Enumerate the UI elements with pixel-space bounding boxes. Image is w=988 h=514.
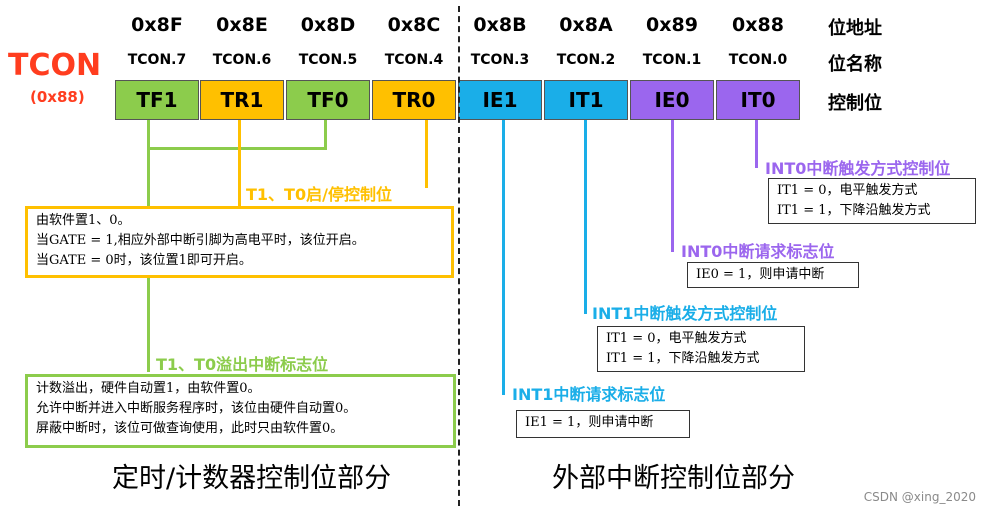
bit-cell-it0: IT0 bbox=[716, 80, 800, 120]
bit-cell-tf0: TF0 bbox=[286, 80, 370, 120]
description-line: IT1 = 0，电平触发方式 bbox=[606, 331, 747, 346]
bit-name: TCON.0 bbox=[728, 52, 788, 68]
it1-title: INT1中断触发方式控制位 bbox=[592, 304, 778, 323]
description-line: 屏蔽中断时，该位可做查询使用，此时只由软件置0。 bbox=[36, 421, 344, 436]
bit-cell-tf1: TF1 bbox=[115, 80, 199, 120]
description-line: IT1 = 0，电平触发方式 bbox=[777, 183, 918, 198]
tr-title: T1、T0启/停控制位 bbox=[246, 185, 392, 204]
ie0-title: INT0中断请求标志位 bbox=[681, 242, 835, 261]
bit-address: 0x8E bbox=[216, 14, 268, 36]
connector-line bbox=[671, 120, 674, 252]
tf-description-box: 计数溢出，硬件自动置1，由软件置0。 允许中断并进入中断服务程序时，该位由硬件自… bbox=[25, 374, 456, 448]
register-address: (0x88) bbox=[30, 88, 85, 106]
description-line: 允许中断并进入中断服务程序时，该位由硬件自动置0。 bbox=[36, 401, 357, 416]
it0-description-box: IT1 = 0，电平触发方式 IT1 = 1，下降沿触发方式 bbox=[768, 178, 976, 224]
bit-cell-tr0: TR0 bbox=[372, 80, 456, 120]
description-line: IT1 = 1，下降沿触发方式 bbox=[777, 203, 931, 218]
it0-title: INT0中断触发方式控制位 bbox=[765, 159, 951, 178]
row-label-bit-name: 位名称 bbox=[828, 54, 882, 75]
bit-cell-it1: IT1 bbox=[544, 80, 628, 120]
bit-address: 0x8A bbox=[559, 14, 613, 36]
tr-description-box: 由软件置1、0。 当GATE = 1,相应外部中断引脚为高电平时，该位开启。 当… bbox=[25, 206, 454, 278]
bit-name: TCON.5 bbox=[298, 52, 358, 68]
bit-name: TCON.1 bbox=[642, 52, 702, 68]
description-line: 当GATE = 1,相应外部中断引脚为高电平时，该位开启。 bbox=[36, 233, 365, 248]
bit-name: TCON.3 bbox=[470, 52, 530, 68]
section-divider bbox=[458, 6, 460, 506]
row-label-control-bit: 控制位 bbox=[828, 93, 882, 114]
bit-address: 0x8C bbox=[387, 14, 441, 36]
description-line: 由软件置1、0。 bbox=[36, 213, 131, 228]
connector-line bbox=[755, 120, 758, 168]
description-line: IT1 = 1，下降沿触发方式 bbox=[606, 351, 760, 366]
connector-line bbox=[238, 120, 241, 188]
bit-address: 0x89 bbox=[646, 14, 698, 36]
tf-title: T1、T0溢出中断标志位 bbox=[156, 355, 329, 374]
bit-cell-ie1: IE1 bbox=[458, 80, 542, 120]
bit-name: TCON.6 bbox=[212, 52, 272, 68]
bit-cell-tr1: TR1 bbox=[200, 80, 284, 120]
bit-cell-ie0: IE0 bbox=[630, 80, 714, 120]
description-line: IE0 = 1，则申请中断 bbox=[696, 267, 825, 282]
description-line: 计数溢出，硬件自动置1，由软件置0。 bbox=[36, 381, 261, 396]
bit-address: 0x8B bbox=[473, 14, 527, 36]
bit-name: TCON.4 bbox=[384, 52, 444, 68]
connector-line bbox=[584, 120, 587, 314]
connector-line bbox=[147, 147, 327, 150]
watermark: CSDN @xing_2020 bbox=[863, 490, 976, 504]
description-line: IE1 = 1，则申请中断 bbox=[525, 415, 654, 430]
connector-line bbox=[324, 120, 327, 150]
it1-description-box: IT1 = 0，电平触发方式 IT1 = 1，下降沿触发方式 bbox=[597, 326, 805, 372]
connector-line bbox=[238, 188, 241, 206]
ie1-title: INT1中断请求标志位 bbox=[512, 385, 666, 404]
row-label-bit-address: 位地址 bbox=[828, 18, 882, 39]
bit-address: 0x8D bbox=[300, 14, 356, 36]
bit-name: TCON.2 bbox=[556, 52, 616, 68]
bit-name: TCON.7 bbox=[127, 52, 187, 68]
section-timer-counter: 定时/计数器控制位部分 bbox=[112, 463, 392, 494]
connector-line bbox=[425, 120, 428, 188]
register-name: TCON bbox=[8, 48, 102, 83]
connector-line bbox=[502, 120, 505, 395]
ie1-description-box: IE1 = 1，则申请中断 bbox=[516, 410, 690, 438]
description-line: 当GATE = 0时，该位置1即可开启。 bbox=[36, 253, 252, 268]
ie0-description-box: IE0 = 1，则申请中断 bbox=[687, 262, 859, 288]
section-external-interrupt: 外部中断控制位部分 bbox=[552, 463, 795, 494]
bit-address: 0x88 bbox=[732, 14, 784, 36]
bit-address: 0x8F bbox=[131, 14, 183, 36]
